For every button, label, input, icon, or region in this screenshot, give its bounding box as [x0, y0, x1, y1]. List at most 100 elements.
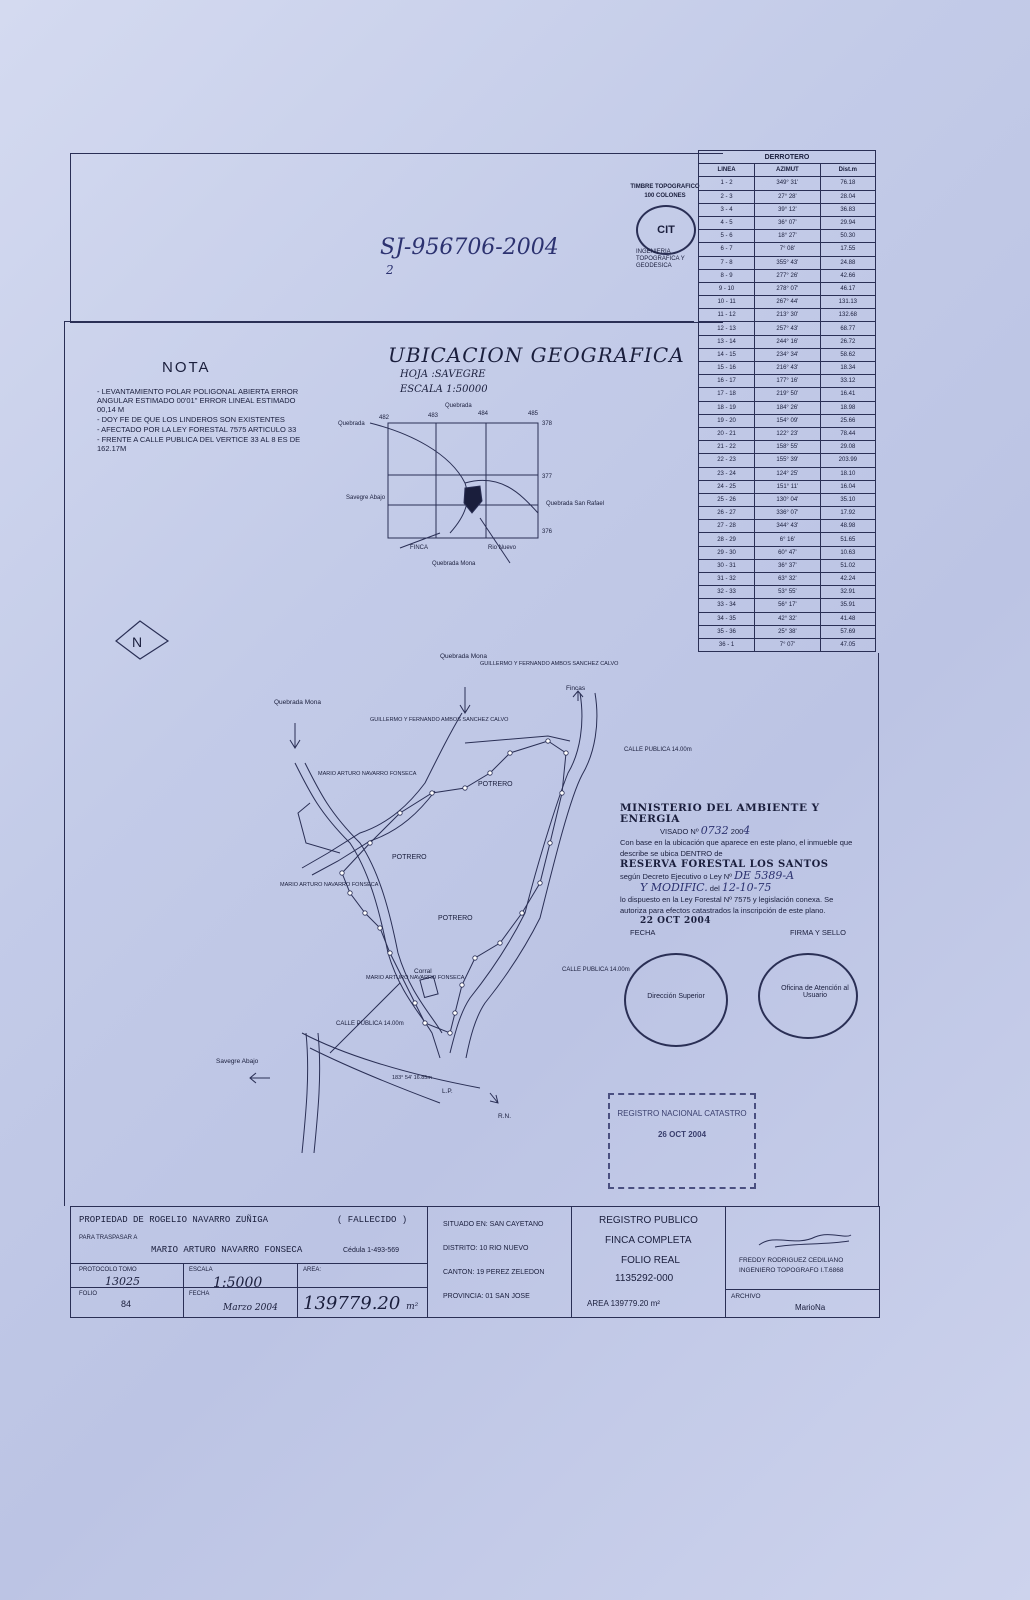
label-guillermo-top: GUILLERMO Y FERNANDO AMBOS SANCHEZ CALVO: [480, 661, 619, 667]
plan-labels: Quebrada Mona Quebrada Mona GUILLERMO Y …: [216, 653, 692, 1120]
registro-stamp-text: REGISTRO NACIONAL CATASTRO: [617, 1109, 747, 1118]
visado-number: 0732: [700, 824, 729, 837]
protocolo-label: PROTOCOLO TOMO: [79, 1267, 137, 1273]
area-unit: m²: [406, 1302, 419, 1312]
fecha: Marzo 2004: [223, 1303, 278, 1313]
tb-divider: [183, 1263, 184, 1317]
nota-item: - Frente a calle publica del vertice 33 …: [97, 435, 301, 453]
grid-x-label: 485: [528, 411, 539, 417]
ubicacion-title: UBICACION GEOGRAFICA: [388, 343, 685, 367]
label-lp: L.P.: [442, 1088, 453, 1095]
del-label: del: [709, 884, 720, 893]
frame-divider: [64, 321, 694, 322]
modif: Y MODIFIC.: [640, 881, 708, 894]
ubicacion-sub: HOJA :SAVEGRE ESCALA 1:50000: [400, 367, 488, 397]
minae-visado: MINISTERIO DEL AMBIENTE Y ENERGIA VISADO…: [620, 803, 856, 938]
derrotero-linea: 36 - 1: [697, 637, 756, 653]
traspasar-label: PARA TRASPASAR A: [79, 1235, 138, 1241]
loc-label: FINCA: [410, 545, 428, 551]
seal-atencion: Oficina de Atención al Usuario: [781, 985, 849, 999]
fecha-firma-line: FECHA FIRMA Y SELLO: [620, 927, 856, 938]
traspasar-to: MARIO ARTURO NAVARRO FONSECA: [151, 1245, 303, 1255]
arrow-icons: [249, 687, 584, 1104]
frame-left: [64, 321, 65, 1206]
label-potrero-3: POTRERO: [438, 915, 473, 922]
label-fincas: Fincas: [566, 685, 586, 692]
loc-label: Rio Nuevo: [488, 545, 517, 551]
ubicacion-escala: ESCALA 1:50000: [400, 384, 488, 395]
label-corral: Corral: [414, 968, 432, 975]
label-savegre: Savegre Abajo: [216, 1058, 259, 1065]
area-number: 139779.20: [303, 1293, 401, 1314]
label-quebrada-mona: Quebrada Mona: [440, 653, 487, 660]
minae-text1: Con base en la ubicación que aparece en …: [620, 838, 853, 858]
timbre-topografico: TIMBRE TOPOGRAFICO 100 COLONES: [630, 183, 700, 201]
frame-right: [878, 653, 879, 1206]
fecha-label: FECHA: [630, 928, 656, 937]
grid-y-label: 377: [542, 474, 553, 480]
minae-seal: Dirección Superior: [624, 953, 728, 1047]
minae-title: MINISTERIO DEL AMBIENTE Y ENERGIA: [620, 802, 820, 825]
nota-item: - Afectado por la Ley Forestal 7575 arti…: [97, 425, 297, 434]
grid-x-label: 484: [478, 411, 489, 417]
decreto-line: según Decreto Ejecutivo o Ley Nº DE 5389…: [620, 870, 856, 882]
area-value: 139779.20 m²: [303, 1293, 418, 1314]
tb-divider: [297, 1263, 298, 1317]
area-label: AREA:: [303, 1267, 322, 1273]
label-calle-1: CALLE PUBLICA 14.00m: [624, 747, 692, 753]
label-mario-2: MARIO ARTURO NAVARRO FONSECA: [280, 882, 379, 888]
finca-completa: FINCA COMPLETA: [605, 1235, 692, 1246]
loc-label: Quebrada: [445, 403, 472, 409]
folio-label: FOLIO: [79, 1291, 98, 1297]
label-rio: R.N.: [498, 1113, 511, 1120]
reserva-forestal: RESERVA FORESTAL LOS SANTOS: [620, 859, 829, 870]
visado-year: 4: [743, 824, 751, 837]
fallecido: ( FALLECIDO ): [337, 1215, 408, 1225]
loc-label: Quebrada San Rafael: [546, 501, 604, 507]
label-calle-2: CALLE PUBLICA 14.00m: [562, 967, 630, 973]
tb-divider: [571, 1207, 572, 1317]
vertex-points: [339, 738, 569, 1036]
tb-divider: [725, 1289, 879, 1290]
propiedad: PROPIEDAD DE ROGELIO NAVARRO ZUÑIGA: [79, 1215, 269, 1225]
north-arrow-icon: N: [115, 620, 170, 660]
registro-publico: REGISTRO PUBLICO: [599, 1215, 698, 1226]
nota-item: - Doy fe de que los linderos son existen…: [97, 415, 285, 424]
firma-label: FIRMA Y SELLO: [790, 928, 846, 937]
derrotero-linea: 20 - 21: [697, 426, 756, 442]
modif-line: Y MODIFIC. del 12-10-75: [620, 882, 856, 894]
case-number-mark: 2: [386, 263, 394, 277]
plan-drawing: 482 483 484 485 378 377 376 Quebrada Que…: [115, 403, 692, 1154]
protocolo: 13025: [105, 1275, 140, 1288]
minae-date: 22 OCT 2004: [640, 916, 712, 926]
tb-divider: [71, 1287, 427, 1288]
visado-year-prefix: 200: [730, 827, 744, 836]
label-potrero-1: POTRERO: [478, 781, 513, 788]
area-registro: AREA 139779.20 m²: [587, 1299, 660, 1308]
minae-text2: lo dispuesto en la Ley Forestal Nº 7575 …: [620, 895, 834, 915]
cit-logo-text: INGENIERIA TOPOGRAFICA Y GEODESICA: [636, 249, 685, 269]
cedula: Cédula 1-493-569: [343, 1247, 400, 1254]
grid-y-label: 376: [542, 529, 553, 535]
del-date: 12-10-75: [721, 881, 772, 894]
label-mario-3: MARIO ARTURO NAVARRO FONSECA: [366, 975, 465, 981]
label-quebrada-mona-left: Quebrada Mona: [274, 699, 321, 706]
area-registro-value: AREA 139779.20: [587, 1299, 649, 1308]
